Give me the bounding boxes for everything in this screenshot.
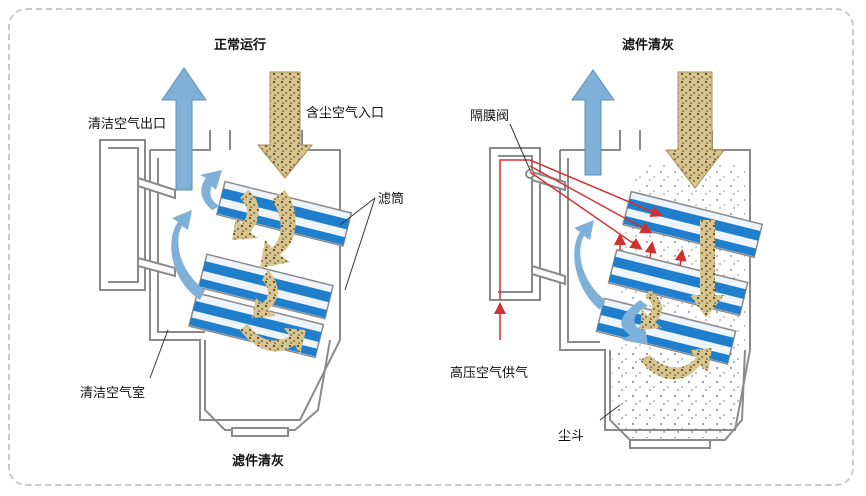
leader-line-clean-chamber — [149, 329, 169, 379]
left-dust-flow — [260, 190, 296, 268]
diagram-frame — [8, 8, 854, 486]
right-pulse-lines — [494, 159, 687, 340]
left-dust-flow-2 — [232, 190, 259, 240]
right-dust-flow — [640, 348, 712, 380]
leader-line-hopper — [599, 404, 621, 421]
left-housing — [99, 130, 341, 437]
right-curved-air-arrow — [574, 220, 605, 310]
label-dust-hopper: 尘斗 — [558, 429, 585, 444]
label-dusty-air-inlet: 含尘空气入口 — [306, 106, 385, 121]
right-curved-air-arrow-2 — [621, 300, 648, 345]
left-clean-air-arrow — [161, 67, 207, 191]
left-panel-title: 正常运行 — [214, 38, 267, 53]
left-dust-flow-3 — [240, 324, 306, 355]
right-dust-down-arrow — [690, 220, 724, 318]
right-panel-title: 滤件清灰 — [622, 38, 675, 53]
label-clean-air-outlet: 清洁空气出口 — [88, 117, 167, 132]
label-high-pressure-air-supply: 高压空气供气 — [450, 366, 529, 381]
left-valve-pipes — [137, 176, 176, 278]
label-clean-air-chamber: 清洁空气室 — [80, 386, 146, 401]
right-hopper-dust — [612, 352, 743, 438]
label-filter-cartridge: 滤筒 — [378, 192, 405, 207]
label-diaphragm-valve: 隔膜阀 — [470, 109, 510, 124]
left-dusty-air-arrow — [256, 71, 314, 179]
left-curved-air-arrow-2 — [200, 170, 222, 210]
leader-line-filter-2 — [344, 197, 376, 291]
leader-line-filter-1 — [339, 197, 376, 226]
right-dust-flow-2 — [640, 290, 662, 330]
leader-line-valve — [509, 123, 531, 171]
right-housing — [489, 130, 751, 449]
left-curved-air-arrow — [171, 210, 205, 300]
left-bottom-label: 滤件清灰 — [232, 454, 285, 469]
right-dusty-air-arrow — [664, 71, 726, 189]
left-dust-flow-4 — [252, 270, 278, 318]
right-clean-air-arrow — [571, 69, 615, 176]
